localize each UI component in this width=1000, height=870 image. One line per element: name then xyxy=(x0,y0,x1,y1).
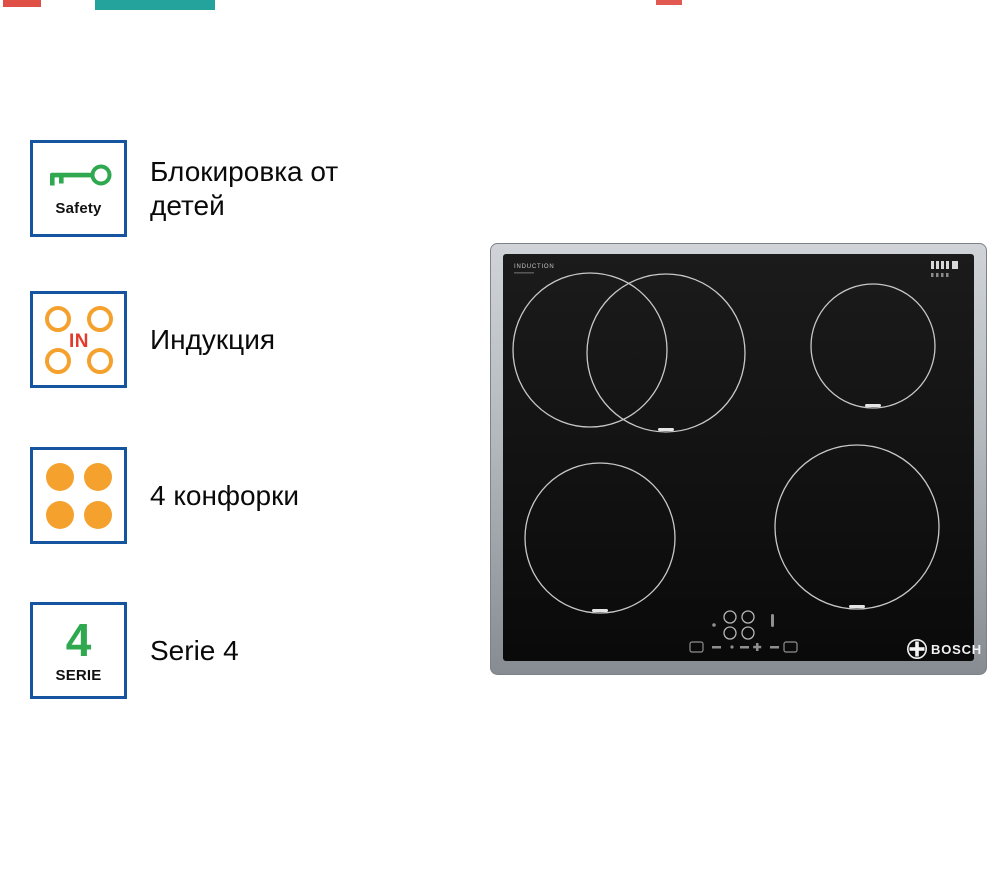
product-image: INDUCTION xyxy=(490,243,987,675)
bosch-logo: BOSCH xyxy=(906,638,982,659)
feature-child-lock: Safety Блокировка от детей xyxy=(30,140,368,237)
in-label: IN xyxy=(69,331,89,352)
print-subline xyxy=(514,272,534,274)
key-icon xyxy=(49,164,111,186)
serie-number: 4 xyxy=(65,614,92,666)
glass-surface xyxy=(503,254,974,661)
serie-4-icon: 4 SERIE xyxy=(30,602,127,699)
feature-label: Индукция xyxy=(150,323,276,355)
zone-top-right xyxy=(810,283,936,409)
cropped-header-fragment-right xyxy=(656,0,682,5)
badge-caption: Safety xyxy=(55,200,102,217)
induction-print: INDUCTION xyxy=(514,264,555,270)
four-burners-icon xyxy=(45,462,112,529)
feature-label: 4 конфорки xyxy=(150,479,300,511)
hob-image: INDUCTION xyxy=(490,243,987,675)
zone-bottom-right xyxy=(774,444,940,610)
model-print-marks xyxy=(931,261,958,277)
surface-print: INDUCTION xyxy=(514,264,555,274)
feature-label: Serie 4 xyxy=(150,634,239,666)
induction-badge: IN xyxy=(30,291,127,388)
burners-badge xyxy=(30,447,127,544)
control-panel xyxy=(689,610,798,653)
badge-caption: SERIE xyxy=(55,667,102,684)
cooking-zones xyxy=(512,272,940,614)
feature-label: Блокировка от детей xyxy=(150,156,339,221)
zone-bottom-left xyxy=(524,462,676,614)
feature-serie: 4 SERIE Serie 4 xyxy=(30,602,239,699)
cropped-header-fragment-teal xyxy=(95,0,215,10)
child-lock-badge: Safety xyxy=(30,140,127,237)
induction-rings-icon: IN xyxy=(44,305,113,374)
brand-text: BOSCH xyxy=(931,642,982,657)
feature-burners: 4 конфорки xyxy=(30,447,299,544)
flex-zone-top-left xyxy=(512,272,746,433)
feature-induction: IN Индукция xyxy=(30,291,275,388)
cropped-header-fragment-left xyxy=(3,0,41,7)
